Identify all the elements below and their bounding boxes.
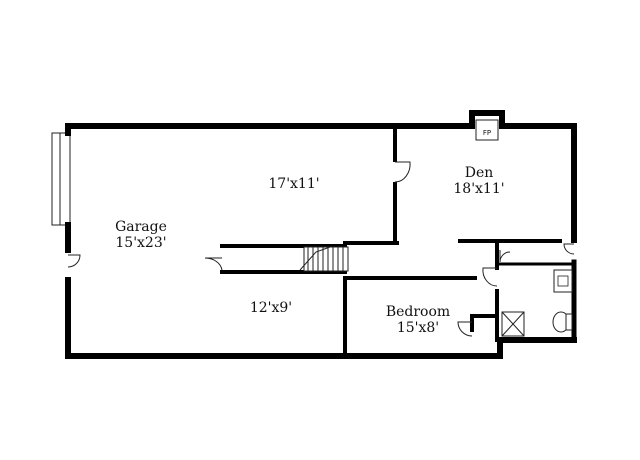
door-swings [67, 161, 575, 337]
outer-walls [65, 110, 577, 359]
bedroom-name: Bedroom [386, 304, 450, 320]
lower-room-size: 12'x9' [250, 300, 292, 316]
sink-icon [553, 269, 573, 293]
fireplace-label: FP [483, 129, 491, 137]
den-size: 18'x11' [453, 181, 504, 197]
fireplace-box [475, 119, 499, 141]
bedroom-size: 15'x8' [397, 320, 439, 336]
garage-size: 15'x23' [115, 235, 166, 251]
garage-window [51, 132, 71, 226]
den-name: Den [465, 165, 494, 181]
interior-walls [220, 124, 576, 358]
upper-room-size: 17'x11' [268, 176, 319, 192]
stairs [299, 246, 349, 272]
bathroom-fixtures [501, 269, 573, 337]
garage-name: Garage [115, 219, 167, 235]
